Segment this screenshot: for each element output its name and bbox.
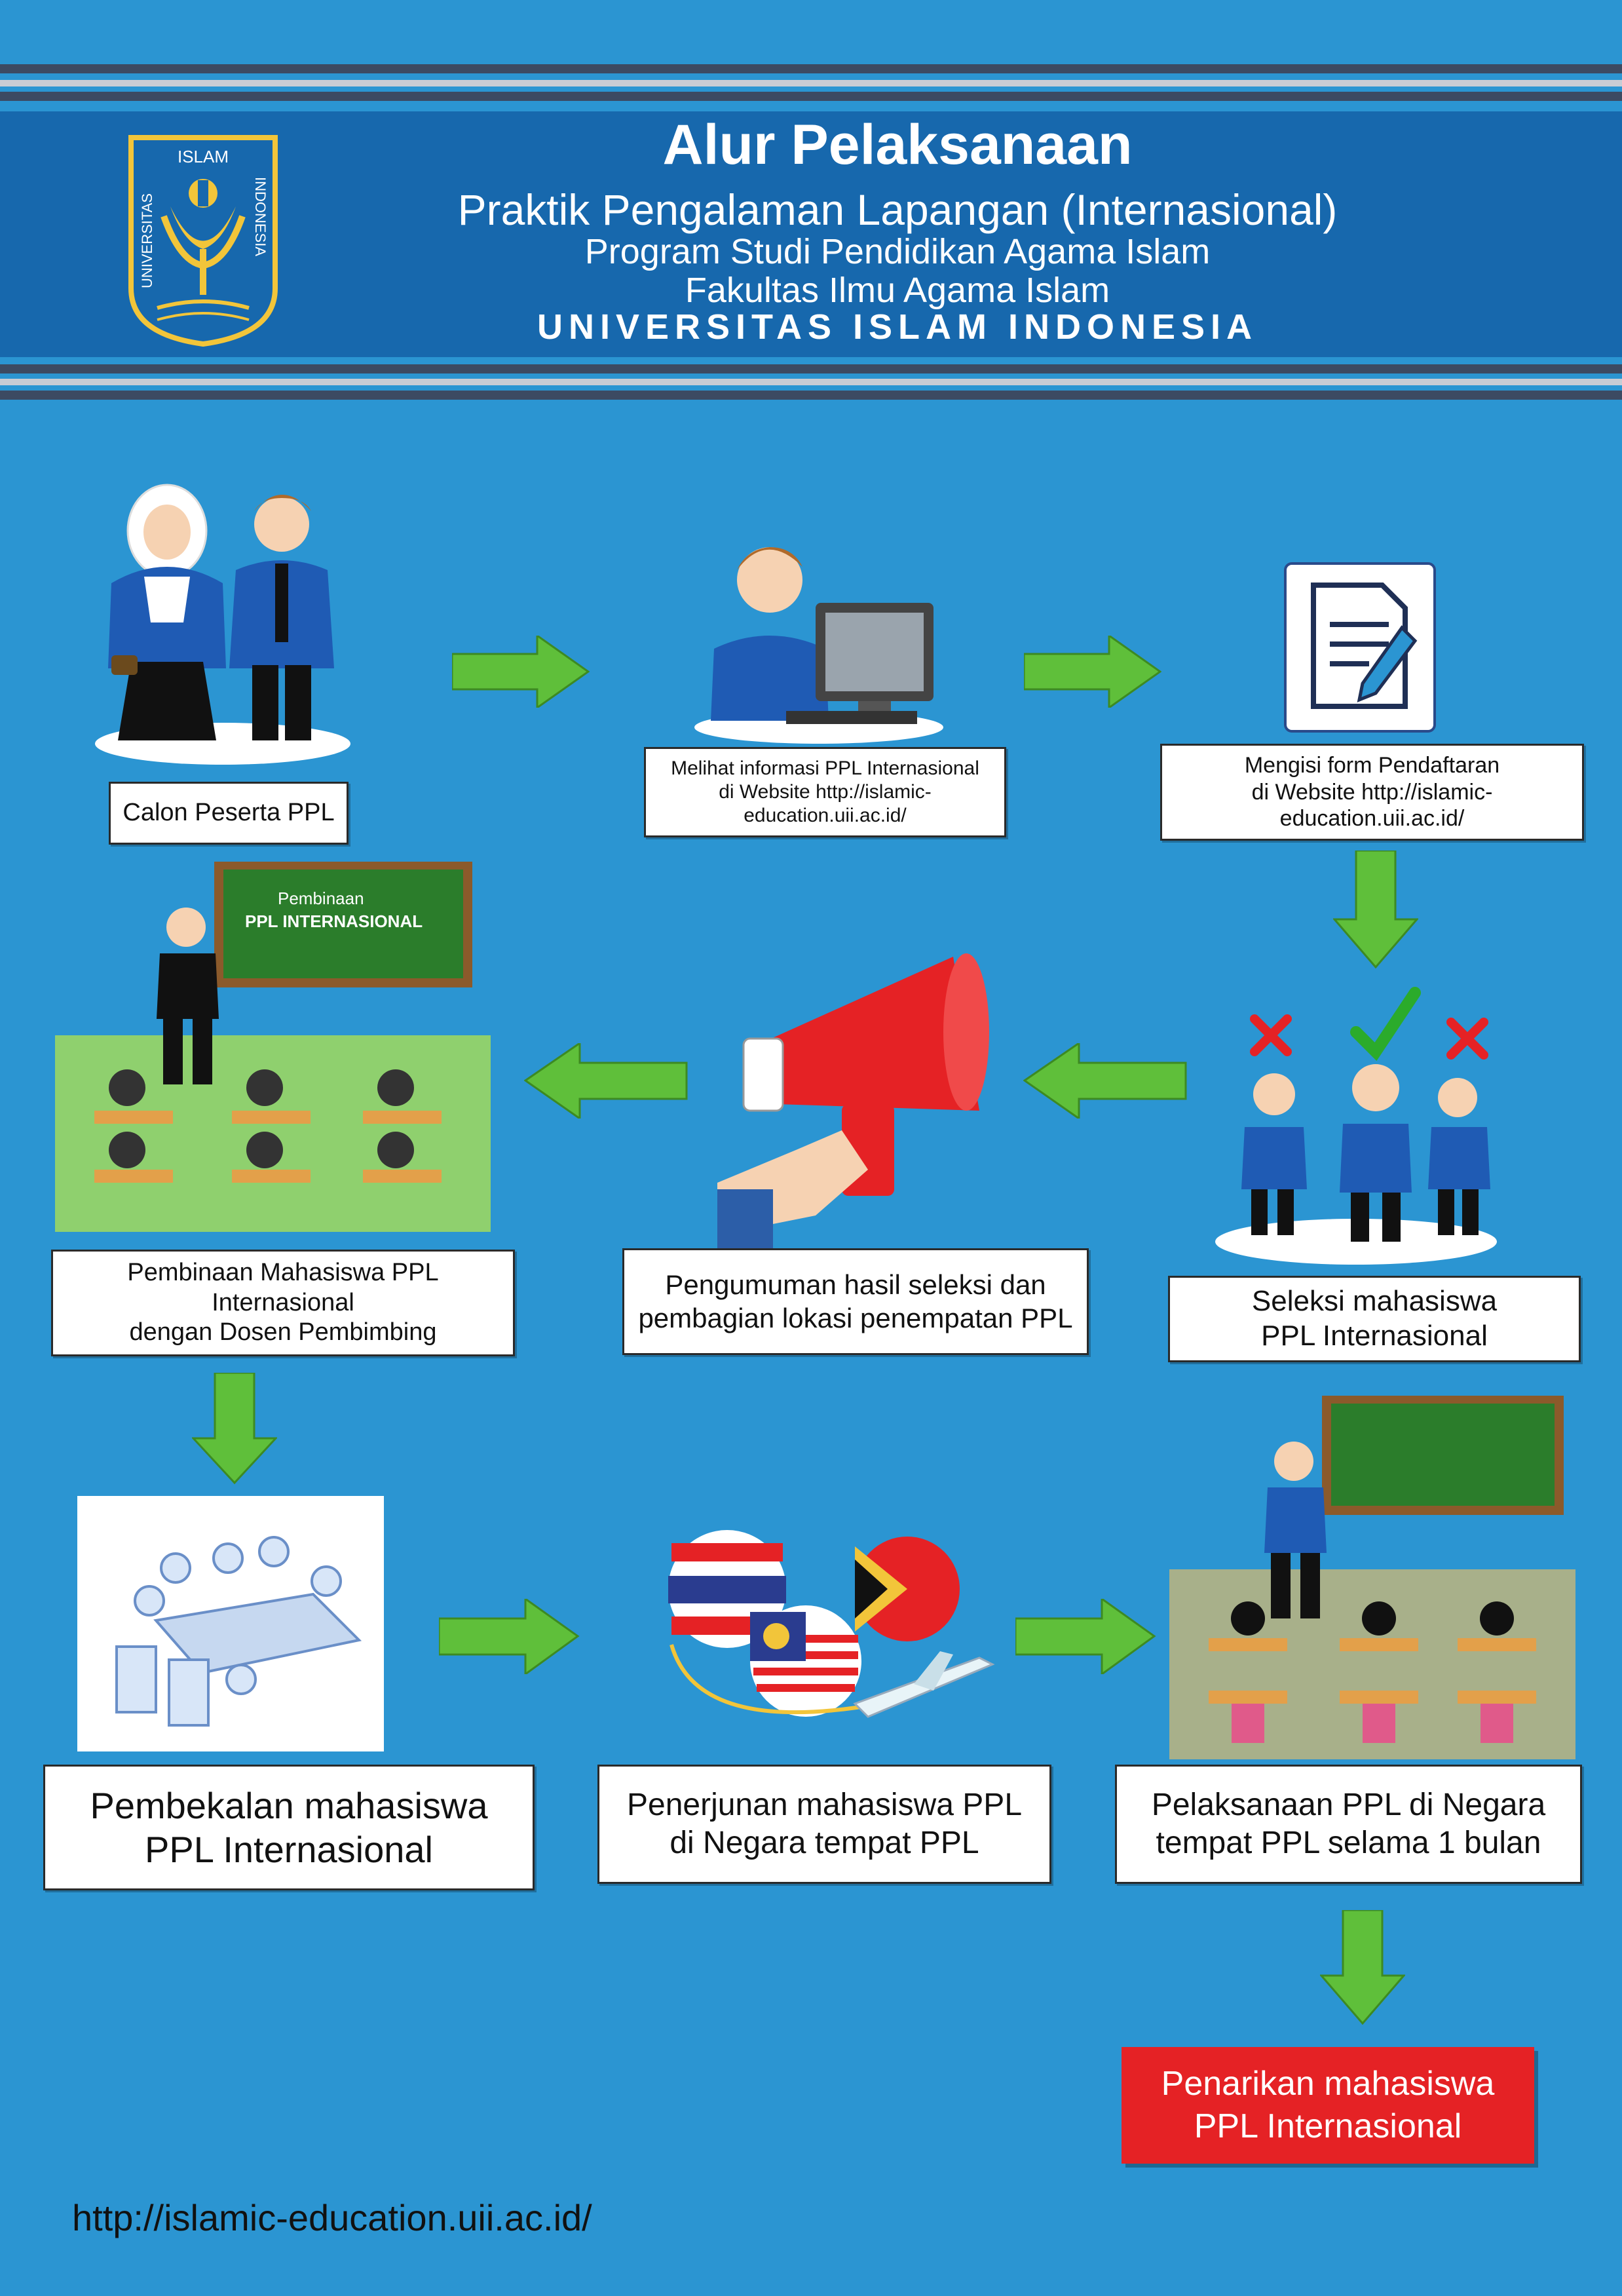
arrow-down-icon (1320, 1910, 1405, 2025)
arrow-down-icon (192, 1373, 277, 1484)
step-mengisi-form: Mengisi form Pendaftaran di Website http… (1160, 744, 1584, 841)
header-stripe-top-2 (0, 80, 1622, 86)
step-pengumuman: Pengumuman hasil seleksi dan pembagian l… (622, 1248, 1089, 1355)
university-name: UNIVERSITAS ISLAM INDONESIA (537, 307, 1258, 347)
logo-text-right: INDONESIA (252, 177, 269, 256)
students-illustration (85, 472, 360, 767)
footer-url[interactable]: http://islamic-education.uii.ac.id/ (72, 2197, 592, 2238)
chalkboard-text-1: Pembinaan (278, 889, 364, 908)
logo-text-left: UNIVERSITAS (139, 193, 155, 288)
country-flags-illustration (658, 1527, 1006, 1743)
page-subtitle: Praktik Pengalaman Lapangan (Internasion… (457, 185, 1338, 234)
logo-text-top: ISLAM (178, 147, 229, 166)
step-pembekalan: Pembekalan mahasiswa PPL Internasional (43, 1765, 535, 1890)
header-stripe-top-3 (0, 92, 1622, 101)
step-melihat-informasi: Melihat informasi PPL Internasional di W… (644, 747, 1006, 837)
check-icon (1350, 987, 1421, 1062)
selection-illustration (1199, 966, 1507, 1268)
header-stripe-bottom-2 (0, 379, 1622, 385)
step-calon-peserta: Calon Peserta PPL (109, 782, 349, 845)
arrow-right-icon (1024, 636, 1161, 708)
malaysia-flag-icon (750, 1605, 861, 1717)
arrow-right-icon (1015, 1599, 1156, 1674)
step-seleksi: Seleksi mahasiswa PPL Internasional (1168, 1276, 1581, 1362)
meeting-illustration (77, 1496, 384, 1751)
timor-leste-flag-icon (855, 1537, 960, 1641)
header-stripe-bottom (0, 364, 1622, 373)
arrow-left-icon (1023, 1043, 1187, 1119)
page-title: Alur Pelaksanaan (662, 113, 1133, 176)
arrow-right-icon (452, 636, 590, 708)
header-stripe-top (0, 64, 1622, 73)
arrow-down-icon (1333, 851, 1418, 968)
university-logo: ISLAM UNIVERSITAS INDONESIA (118, 124, 288, 351)
computer-user-illustration (688, 524, 950, 747)
megaphone-icon (714, 953, 1006, 1248)
step-pelaksanaan: Pelaksanaan PPL di Negara tempat PPL sel… (1115, 1765, 1582, 1884)
document-form-icon (1284, 562, 1436, 733)
faculty-name: Fakultas Ilmu Agama Islam (685, 271, 1110, 310)
arrow-left-icon (524, 1043, 688, 1119)
cross-icon (1446, 1018, 1488, 1060)
coaching-classroom-illustration: Pembinaan PPL INTERNASIONAL (55, 860, 494, 1232)
program-name: Program Studi Pendidikan Agama Islam (584, 232, 1211, 271)
header-stripe-bottom-3 (0, 391, 1622, 400)
airplane-icon (853, 1651, 995, 1718)
step-penerjunan: Penerjunan mahasiswa PPL di Negara tempa… (597, 1765, 1051, 1884)
step-pembinaan: Pembinaan Mahasiswa PPL Internasional de… (51, 1250, 515, 1356)
chalkboard-text-2: PPL INTERNASIONAL (245, 911, 423, 931)
implementation-classroom-illustration (1169, 1394, 1579, 1759)
step-penarikan: Penarikan mahasiswa PPL Internasional (1122, 2047, 1534, 2164)
cross-icon (1250, 1014, 1292, 1056)
arrow-right-icon (439, 1599, 580, 1674)
